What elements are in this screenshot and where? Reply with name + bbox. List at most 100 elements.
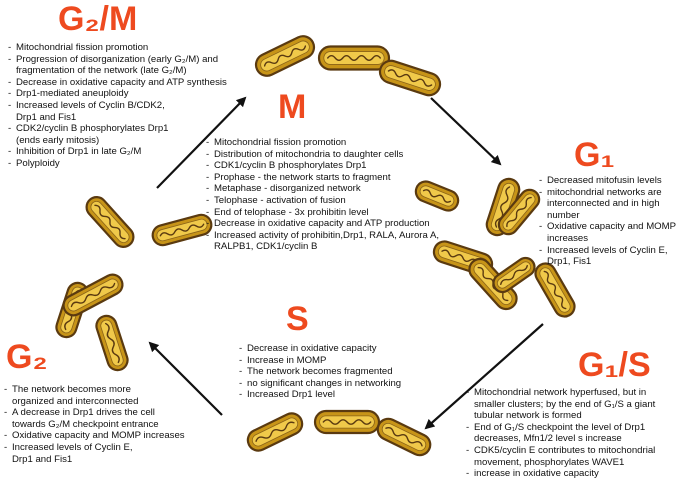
notes-s: Decrease in oxidative capacityIncrease i… — [239, 343, 439, 401]
note-item: Prophase - the network starts to fragmen… — [206, 172, 486, 184]
note-line: Drp1-mediated aneuploidy — [16, 88, 129, 100]
note-item: Distribution of mitochondria to daughter… — [206, 149, 486, 161]
note-line: Drp1 and Fis1 — [12, 453, 73, 465]
note-line: tubular network is formed — [474, 410, 582, 422]
phase-title-g2-text: G₂ — [6, 338, 48, 376]
note-item: End of G₁/S checkpoint the level of Drp1… — [466, 422, 684, 445]
note-line: Decrease in oxidative capacity — [247, 343, 377, 354]
note-line: Increased Drp1 level — [247, 389, 335, 401]
note-item: mitochondrial networks areinterconnected… — [539, 187, 684, 222]
note-item: Increased activity of prohibitin,Drp1, R… — [206, 230, 486, 253]
note-item: Mitochondrial fission promotion — [206, 137, 486, 149]
note-line: Oxidative capacity and MOMP — [547, 221, 677, 233]
note-line: Increased activity of prohibitin,Drp1, R… — [214, 229, 440, 241]
mitochondrion — [313, 409, 381, 435]
note-item: Decrease in oxidative capacity and ATP s… — [8, 77, 238, 89]
note-line: RALPB1, CDK1/cyclin B — [214, 241, 318, 253]
note-item: Increased Drp1 level — [239, 389, 439, 401]
note-item: End of telophase - 3x prohibitin level — [206, 207, 486, 219]
note-line: smaller clusters; by the end of G₁/S a g… — [474, 398, 656, 410]
note-item: Mitochondrial network hyperfused, but in… — [466, 387, 684, 422]
note-line: Mitochondrial network hyperfused, but in — [474, 387, 647, 398]
note-line: A decrease in Drp1 drives the cell — [12, 407, 155, 419]
note-line: Increased levels of Cyclin E, — [12, 441, 133, 453]
note-line: increase in oxidative capacity — [474, 468, 599, 480]
note-item: A decrease in Drp1 drives the celltoward… — [4, 407, 204, 430]
note-line: decreases, Mfn1/2 level s increase — [474, 433, 622, 445]
notes-m: Mitochondrial fission promotionDistribut… — [206, 137, 486, 253]
phase-title-m: M — [278, 90, 306, 124]
mitochondrion — [62, 273, 124, 317]
note-line: Inhibition of Drp1 in late G₂/M — [16, 146, 142, 158]
note-line: Decrease in oxidative capacity and ATP p… — [214, 218, 430, 230]
note-line: CDK5/cyclin E contributes to mitochondri… — [474, 444, 656, 456]
phase-title-g1s: G₁/S — [578, 348, 651, 382]
note-line: movement, phosphorylates WAVE1 — [474, 456, 625, 468]
note-item: Drp1-mediated aneuploidy — [8, 88, 238, 100]
note-line: mitochondrial networks are — [547, 186, 662, 198]
note-item: CDK1/cyclin B phosphorylates Drp1 — [206, 160, 486, 172]
note-item: CDK5/cyclin E contributes to mitochondri… — [466, 445, 684, 468]
note-line: Progression of disorganization (early G₂… — [16, 53, 219, 65]
note-line: Mitochondrial fission promotion — [214, 137, 347, 148]
note-item: CDK2/cyclin B phosphorylates Drp1(ends e… — [8, 123, 238, 146]
note-line: Prophase - the network starts to fragmen… — [214, 171, 391, 183]
note-line: CDK1/cyclin B phosphorylates Drp1 — [214, 160, 367, 172]
note-line: no significant changes in networking — [247, 377, 402, 389]
note-item: Oxidative capacity and MOMP increases — [4, 430, 204, 442]
mitochondrion — [492, 256, 536, 294]
note-line: End of G₁/S checkpoint the level of Drp1 — [474, 421, 646, 433]
note-item: Decrease in oxidative capacity and ATP p… — [206, 218, 486, 230]
note-line: Decreased mitofusin levels — [547, 175, 662, 186]
note-line: increases — [547, 232, 589, 244]
note-item: Increased levels of Cyclin B/CDK2,Drp1 a… — [8, 100, 238, 123]
notes-g1s: Mitochondrial network hyperfused, but in… — [466, 387, 684, 480]
phase-title-g1: G₁ — [574, 138, 615, 172]
note-item: increase in oxidative capacity — [466, 468, 684, 480]
mitochondrion — [497, 188, 541, 236]
note-item: Progression of disorganization (early G₂… — [8, 54, 238, 77]
note-item: Polyploidy — [8, 158, 238, 170]
mitochondrion — [246, 412, 304, 452]
mitochondrion — [378, 59, 442, 97]
phase-title-s-text: S — [286, 300, 309, 338]
note-item: Increased levels of Cyclin E,Drp1 and Fi… — [4, 442, 204, 465]
mitochondrion — [85, 196, 135, 248]
cycle-arrow — [148, 341, 223, 416]
note-item: Increase in MOMP — [239, 355, 439, 367]
mitochondrion — [376, 417, 432, 457]
note-item: Increased levels of Cyclin E,Drp1, Fis1 — [539, 245, 684, 268]
note-line: towards G₂/M checkpoint entrance — [12, 418, 159, 430]
note-item: Decrease in oxidative capacity — [239, 343, 439, 355]
note-line: (ends early mitosis) — [16, 134, 100, 146]
phase-title-m-text: M — [278, 88, 307, 126]
note-line: fragmentation of the network (late G₂/M) — [16, 65, 187, 77]
note-item: Telophase - activation of fusion — [206, 195, 486, 207]
note-line: End of telophase - 3x prohibitin level — [214, 206, 369, 218]
mitochondrion — [254, 35, 316, 77]
note-item: no significant changes in networking — [239, 378, 439, 390]
note-line: Drp1, Fis1 — [547, 256, 592, 268]
note-line: Increased levels of Cyclin E, — [547, 244, 668, 256]
phase-title-g1s-text: G₁/S — [578, 346, 651, 384]
phase-title-s: S — [286, 302, 309, 336]
note-item: The network becomes fragmented — [239, 366, 439, 378]
note-line: Increase in MOMP — [247, 354, 327, 366]
note-line: Distribution of mitochondria to daughter… — [214, 148, 404, 160]
note-line: The network becomes fragmented — [247, 366, 393, 378]
phase-title-g2: G₂ — [6, 340, 48, 374]
mitochondrion — [534, 262, 576, 318]
note-line: Oxidative capacity and MOMP increases — [12, 430, 185, 442]
phase-title-g2m-text: G₂/M — [58, 0, 138, 38]
cycle-arrow — [424, 323, 544, 430]
mitochondrion — [95, 314, 129, 372]
note-item: Decreased mitofusin levels — [539, 175, 684, 187]
note-line: Decrease in oxidative capacity and ATP s… — [16, 76, 227, 88]
mitochondrion — [151, 213, 213, 247]
note-line: Metaphase - disorganized network — [214, 183, 361, 195]
note-line: interconnected and in high — [547, 198, 660, 210]
